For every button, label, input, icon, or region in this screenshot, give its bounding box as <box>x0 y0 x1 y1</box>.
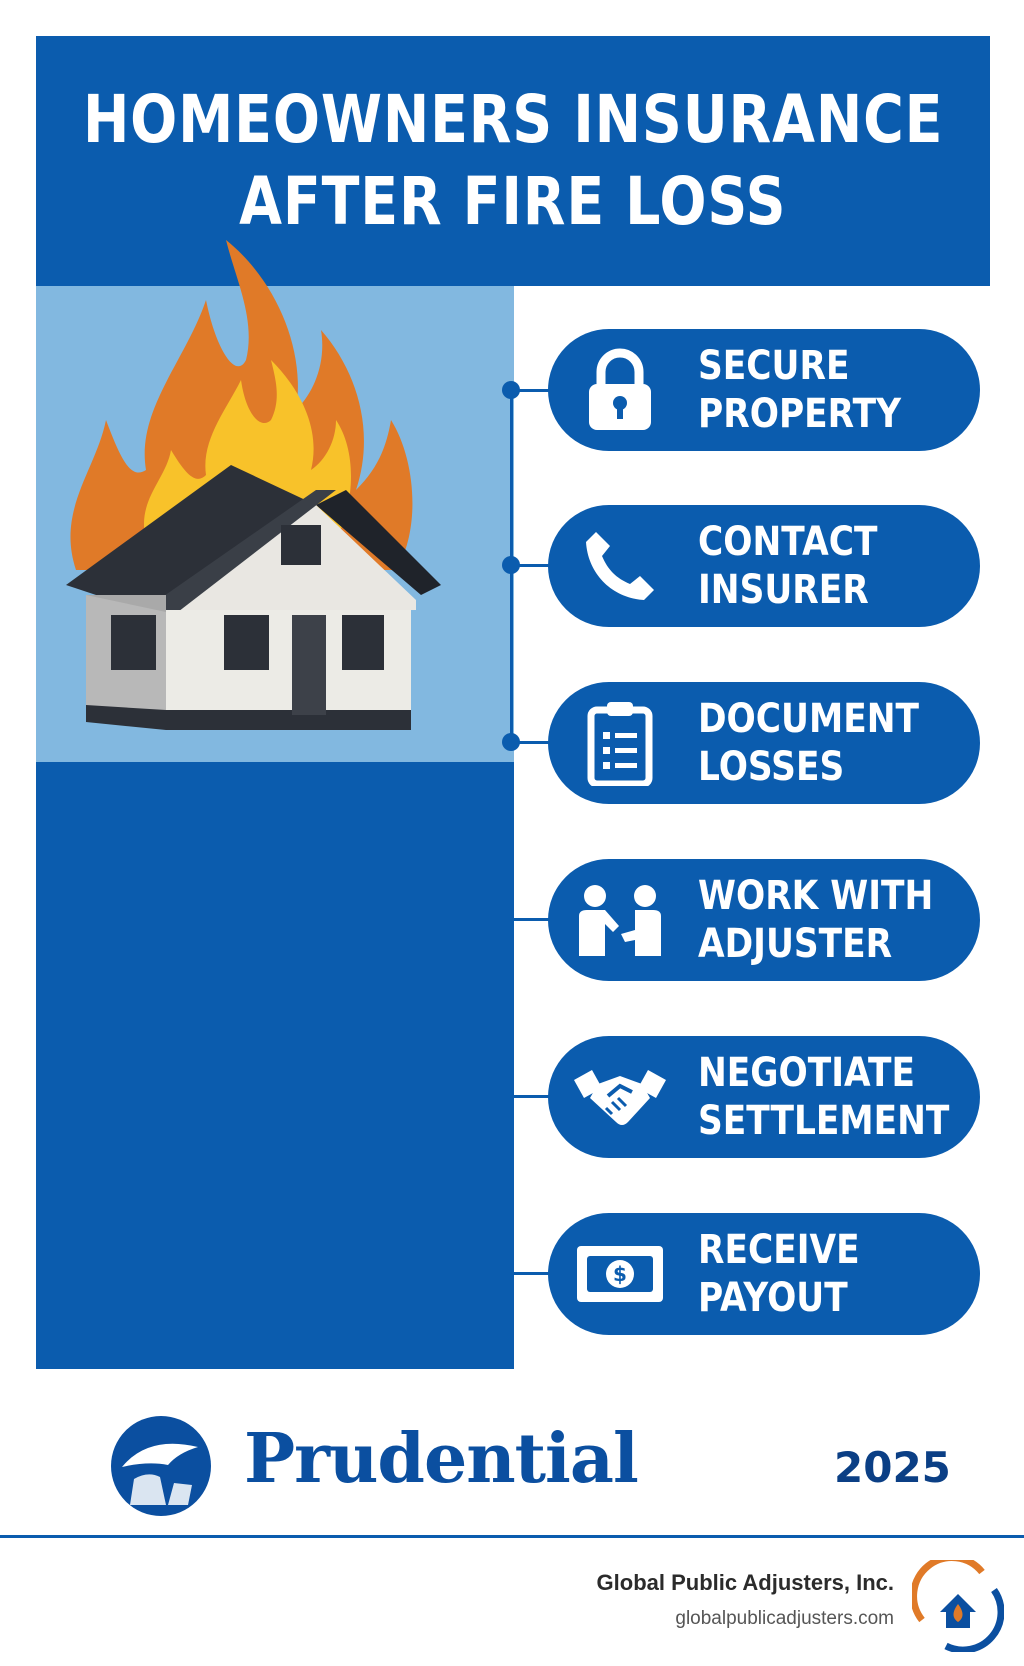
timeline-connector <box>512 564 552 567</box>
money-bill-icon: $ <box>570 1224 670 1324</box>
roof-front <box>141 490 336 625</box>
foundation-side <box>86 705 166 730</box>
svg-text:$: $ <box>613 1262 627 1286</box>
timeline-connector <box>512 1095 552 1098</box>
timeline-dot <box>502 556 520 574</box>
front-door <box>292 615 326 715</box>
year-label: 2025 <box>834 1443 951 1492</box>
footer-divider <box>0 1535 1024 1538</box>
lock-icon <box>570 340 670 440</box>
timeline-connector <box>512 918 552 921</box>
phone-icon <box>570 516 670 616</box>
clipboard-icon <box>570 693 670 793</box>
roof-left <box>66 465 316 615</box>
people-meeting-icon <box>570 870 670 970</box>
roof-right <box>316 490 441 595</box>
prudential-rock-logo <box>111 1416 211 1516</box>
timeline-dot <box>502 733 520 751</box>
foundation-front <box>166 710 411 730</box>
side-window <box>111 615 156 670</box>
timeline-connector <box>512 389 552 392</box>
brand-row: Prudential 2025 <box>0 1405 1024 1516</box>
handshake-icon <box>570 1047 670 1147</box>
brand-name: Prudential <box>244 1419 639 1499</box>
burning-house-illustration <box>66 240 441 730</box>
timeline-connector <box>512 741 552 744</box>
title-line-1: HOMEOWNERS INSURANCE <box>82 81 944 158</box>
company-name: Global Public Adjusters, Inc. <box>596 1570 894 1595</box>
timeline-connector <box>512 1272 552 1275</box>
global-public-adjusters-logo <box>912 1560 1004 1652</box>
title-banner: HOMEOWNERS INSURANCE AFTER FIRE LOSS <box>36 36 990 286</box>
company-url[interactable]: globalpublicadjusters.com <box>675 1608 894 1629</box>
title-line-2: AFTER FIRE LOSS <box>239 163 787 240</box>
upper-window <box>281 525 321 565</box>
front-window-right <box>342 615 384 670</box>
front-window-left <box>224 615 269 670</box>
timeline-dot <box>502 381 520 399</box>
